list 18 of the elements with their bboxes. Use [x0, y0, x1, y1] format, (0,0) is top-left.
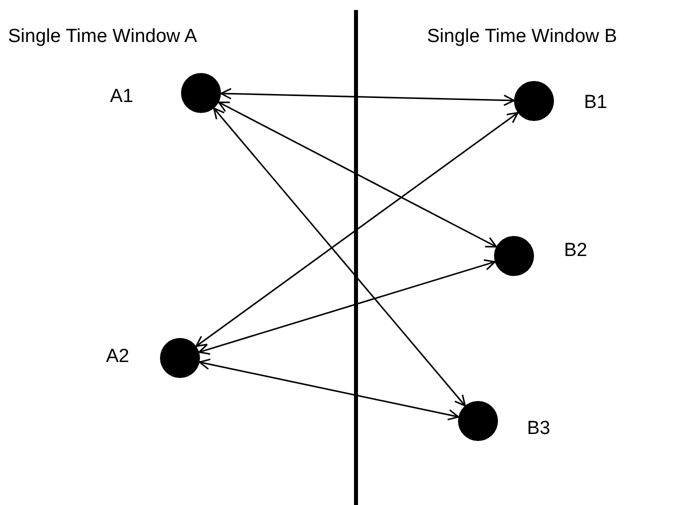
- node-label: A2: [106, 346, 130, 368]
- double-arrow: [198, 259, 496, 355]
- double-arrow: [195, 112, 519, 347]
- node-label: A1: [110, 86, 134, 108]
- node-label: B1: [584, 92, 608, 114]
- node-label: B2: [564, 240, 588, 262]
- circle-node: [494, 236, 534, 276]
- circle-node: [514, 81, 554, 121]
- double-arrow: [218, 102, 497, 248]
- double-arrow: [213, 108, 466, 406]
- circle-node: [181, 73, 221, 113]
- window-heading: Single Time Window B: [427, 26, 618, 48]
- double-arrow: [198, 358, 460, 420]
- circle-node: [458, 401, 498, 441]
- double-arrow: [220, 88, 515, 106]
- window-heading: Single Time Window A: [8, 26, 198, 48]
- node-label: B3: [527, 418, 550, 440]
- circle-node: [160, 338, 200, 378]
